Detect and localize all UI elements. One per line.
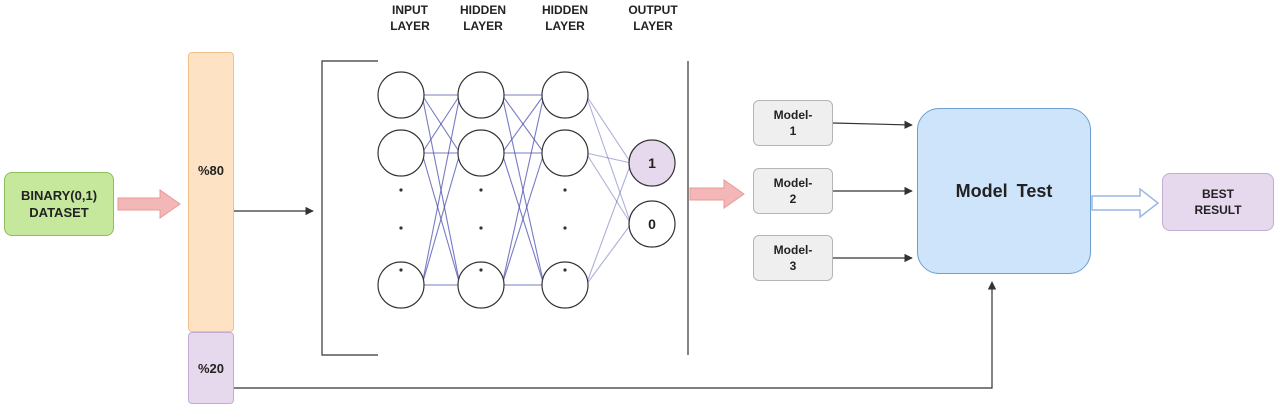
network-to-models-arrow [689, 179, 745, 209]
neuron-l2-1 [541, 129, 589, 177]
model-3-box: Model- 3 [753, 235, 833, 281]
ellipsis-dot-l2-0 [563, 188, 567, 192]
model-1-box: Model- 1 [753, 100, 833, 146]
network-left-bracket [321, 60, 378, 356]
ellipsis-dot-l1-1 [479, 226, 483, 230]
hidden-layer-1-title: HIDDEN LAYER [459, 3, 506, 33]
neuron-l0-0 [377, 71, 425, 119]
inner-dot-l0 [399, 268, 403, 272]
binary-dataset-box: BINARY(0,1) DATASET [4, 172, 114, 236]
neuron-l1-2 [457, 261, 505, 309]
neuron-l0-2 [377, 261, 425, 309]
model-2-box: Model- 2 [753, 168, 833, 214]
inner-dot-l1 [479, 268, 483, 272]
ellipsis-dot-l1-0 [479, 188, 483, 192]
model-test-box: Model Test [917, 108, 1091, 274]
dataset-to-split-arrow [117, 189, 181, 219]
nn-connection-out-1-0 [585, 152, 632, 164]
neuron-l0-1 [377, 129, 425, 177]
nn-connections [421, 94, 632, 286]
nn-connection-out-2-0 [585, 162, 632, 286]
train-split-bar: %80 [188, 52, 234, 332]
nn-connection-l1-2-0 [501, 94, 545, 286]
output-neuron-1 [628, 139, 676, 187]
best-result-box: BEST RESULT [1162, 173, 1274, 231]
nn-connection-out-0-1 [585, 94, 632, 225]
hidden-layer-2-title: HIDDEN LAYER [541, 3, 588, 33]
nn-connection-l1-2-1 [501, 152, 545, 286]
nn-connection-l0-1-0 [421, 94, 461, 154]
inner-dot-l2 [563, 268, 567, 272]
input-layer-title: INPUT LAYER [390, 3, 430, 33]
test-split-path [234, 281, 997, 389]
neuron-l1-1 [457, 129, 505, 177]
test-to-result-arrow [1091, 187, 1160, 219]
output-neuron-label: 0 [648, 216, 656, 232]
output-neuron-label: 1 [648, 155, 656, 171]
ellipsis-dot-l2-1 [563, 226, 567, 230]
neuron-l1-0 [457, 71, 505, 119]
model1-to-test-arrow [832, 120, 913, 130]
test-split-bar: %20 [188, 332, 234, 404]
output-neuron-0 [628, 200, 676, 248]
neuron-l2-0 [541, 71, 589, 119]
nn-connection-l1-1-0 [501, 94, 545, 154]
nn-connection-out-1-1 [585, 152, 632, 225]
nn-connection-out-2-1 [585, 223, 632, 286]
nn-connection-out-0-0 [585, 94, 632, 164]
neuron-l2-2 [541, 261, 589, 309]
ellipsis-dot-l0-1 [399, 226, 403, 230]
nn-nodes: 10 [377, 71, 676, 309]
output-layer-title: OUTPUT LAYER [628, 3, 678, 33]
ellipsis-dot-l0-0 [399, 188, 403, 192]
nn-connection-l0-2-0 [421, 94, 461, 286]
nn-connection-l0-2-1 [421, 152, 461, 286]
